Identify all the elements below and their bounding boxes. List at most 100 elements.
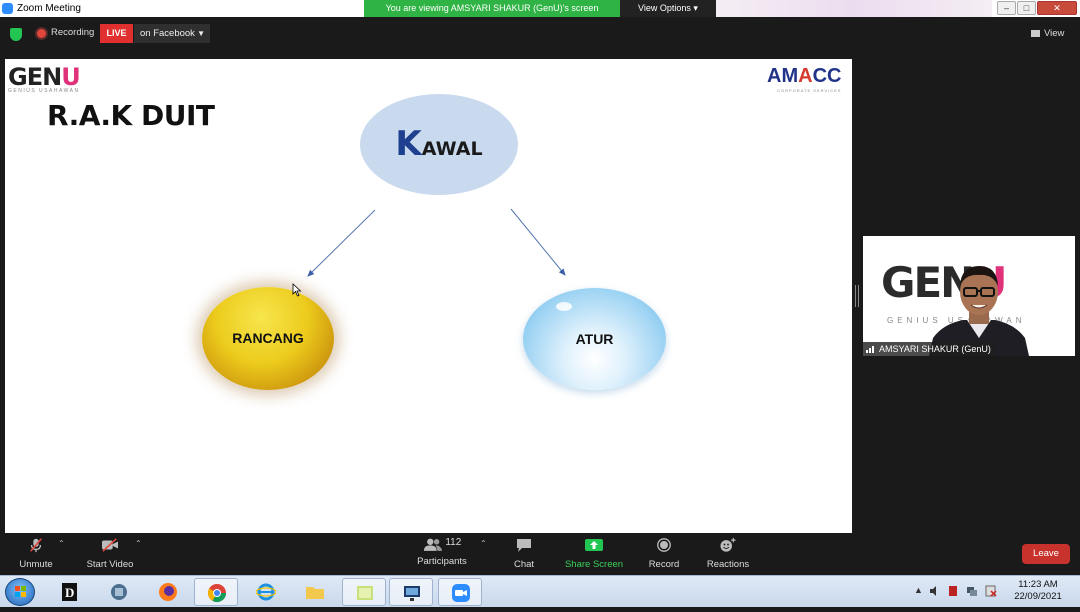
video-off-icon	[102, 538, 118, 552]
internet-explorer-icon	[256, 583, 276, 601]
view-label: View	[1044, 28, 1065, 39]
taskbar-app-remote-desktop[interactable]	[389, 578, 433, 606]
maximize-button[interactable]: □	[1017, 1, 1036, 15]
kawal-node: KAWAL	[360, 94, 518, 195]
video-options-caret-icon[interactable]: ⌃	[135, 539, 142, 548]
system-clock[interactable]: 11:23 AM 22/09/2021	[1008, 579, 1068, 603]
zoom-app-icon	[2, 3, 13, 14]
participant-name: AMSYARI SHAKUR (GenU)	[879, 344, 991, 354]
amacc-logo: AMACC CORPORATE SERVICES	[767, 65, 841, 93]
virtual-background-tagline: GENIUS USAHAWAN	[887, 316, 1026, 325]
taskbar-app-network[interactable]	[97, 578, 141, 606]
reactions-button[interactable]: Reactions	[702, 537, 754, 570]
taskbar-app-chrome[interactable]	[194, 578, 238, 606]
slide-title: R.A.K DUIT	[47, 99, 215, 132]
signal-bars-icon	[866, 343, 876, 356]
start-video-label: Start Video	[86, 559, 134, 570]
monitor-icon	[404, 586, 420, 601]
windows-start-button[interactable]	[5, 578, 35, 606]
chat-bubble-icon	[517, 539, 531, 552]
participants-button[interactable]: 112 Participants	[414, 537, 470, 567]
panel-resize-handle[interactable]	[855, 285, 859, 307]
record-button[interactable]: Record	[645, 537, 683, 570]
reactions-label: Reactions	[706, 559, 750, 570]
shield-icon[interactable]	[10, 28, 22, 41]
arrow-to-rancang	[307, 209, 376, 277]
record-label: Record	[648, 559, 680, 570]
folder-icon	[306, 587, 324, 599]
participants-options-caret-icon[interactable]: ⌃	[480, 539, 487, 548]
muted-microphone-icon	[30, 538, 42, 553]
leave-button[interactable]: Leave	[1022, 544, 1070, 564]
kawal-rest: AWAL	[421, 138, 483, 160]
participant-count: 112	[445, 537, 462, 548]
show-hidden-icons-icon[interactable]: ▲	[914, 585, 923, 595]
participants-label: Participants	[417, 556, 467, 567]
unmute-button[interactable]: Unmute	[14, 537, 58, 570]
view-options-dropdown[interactable]: View Options ▾	[620, 0, 716, 17]
window-title: Zoom Meeting	[17, 3, 81, 14]
share-screen-button[interactable]: Share Screen	[562, 537, 626, 570]
atur-label: ATUR	[575, 331, 614, 347]
taskbar-app-file-explorer[interactable]	[293, 578, 337, 606]
taskbar-app-internet-explorer[interactable]	[244, 578, 288, 606]
amacc-logo-tagline: CORPORATE SERVICES	[777, 88, 842, 93]
amacc-logo-accent: A	[798, 65, 813, 87]
genu-logo-accent: U	[61, 63, 80, 91]
view-button[interactable]: View	[1031, 25, 1073, 43]
close-button[interactable]: ✕	[1037, 1, 1077, 15]
recording-label[interactable]: Recording	[51, 27, 95, 38]
meeting-status-bar: Recording LIVE on Facebook ▼ View	[0, 17, 1080, 57]
taskbar-app-notes[interactable]	[342, 578, 386, 606]
participant-name-label: AMSYARI SHAKUR (GenU)	[863, 342, 995, 356]
sticky-notes-icon	[357, 586, 373, 600]
genu-logo-tagline: GENIUS USAHAWAN	[8, 88, 80, 94]
participant-video-tile[interactable]: GENU GENIUS USAHAWAN AMSYARI SHAKUR (Gen…	[863, 236, 1075, 356]
grid-view-icon	[1031, 29, 1040, 37]
virtual-background-logo-text: GEN	[881, 258, 975, 307]
network-tray-icon[interactable]	[966, 585, 978, 597]
taskbar-app-dictionary[interactable]: D	[48, 578, 92, 606]
stream-target-label: on Facebook	[140, 28, 195, 39]
taskbar-app-firefox[interactable]	[146, 578, 190, 606]
chat-label: Chat	[513, 559, 535, 570]
participants-icon	[423, 538, 442, 551]
chevron-down-icon: ▾	[693, 3, 698, 13]
svg-text:D: D	[65, 585, 74, 600]
share-screen-label: Share Screen	[564, 559, 624, 570]
meeting-controls-toolbar: Unmute ⌃ Start Video ⌃ 112 Participants …	[0, 533, 1080, 575]
view-options-label: View Options	[638, 3, 691, 13]
action-center-icon[interactable]	[985, 585, 997, 597]
kawal-initial: K	[395, 124, 422, 164]
share-screen-icon	[585, 539, 603, 551]
chrome-icon	[208, 584, 226, 603]
shared-screen-slide: GENU GENIUS USAHAWAN AMACC CORPORATE SER…	[5, 59, 852, 533]
windows-logo-icon	[15, 586, 26, 597]
amacc-logo-text-end: CC	[812, 65, 842, 87]
chat-button[interactable]: Chat	[507, 537, 541, 570]
zoom-icon	[452, 584, 470, 602]
live-badge: LIVE	[100, 24, 133, 43]
rancang-node: RANCANG	[202, 287, 334, 390]
minimize-button[interactable]: –	[997, 1, 1016, 15]
speaker-icon[interactable]	[929, 585, 941, 597]
reactions-smiley-icon	[720, 537, 736, 552]
network-app-icon	[111, 584, 127, 600]
mouse-cursor-icon	[292, 283, 302, 297]
recording-icon	[37, 29, 46, 38]
genu-logo: GENU GENIUS USAHAWAN	[8, 63, 81, 94]
taskbar-app-zoom[interactable]	[438, 578, 482, 606]
record-icon	[657, 538, 671, 552]
window-title-bar: Zoom Meeting You are viewing AMSYARI SHA…	[0, 0, 1080, 17]
title-bar-background	[716, 0, 992, 17]
windows-taskbar: D ▲ 11:23 AM 22/09/2021	[0, 575, 1080, 607]
security-tray-icon[interactable]	[947, 585, 959, 597]
firefox-icon	[159, 583, 177, 601]
diagram-arrows	[307, 208, 566, 277]
dictionary-app-icon: D	[62, 583, 77, 601]
start-video-button[interactable]: Start Video	[84, 537, 136, 570]
audio-options-caret-icon[interactable]: ⌃	[58, 539, 65, 548]
amacc-logo-text-start: AM	[767, 65, 799, 87]
bubble-highlight	[556, 302, 572, 311]
live-stream-dropdown[interactable]: on Facebook ▼	[134, 24, 210, 43]
